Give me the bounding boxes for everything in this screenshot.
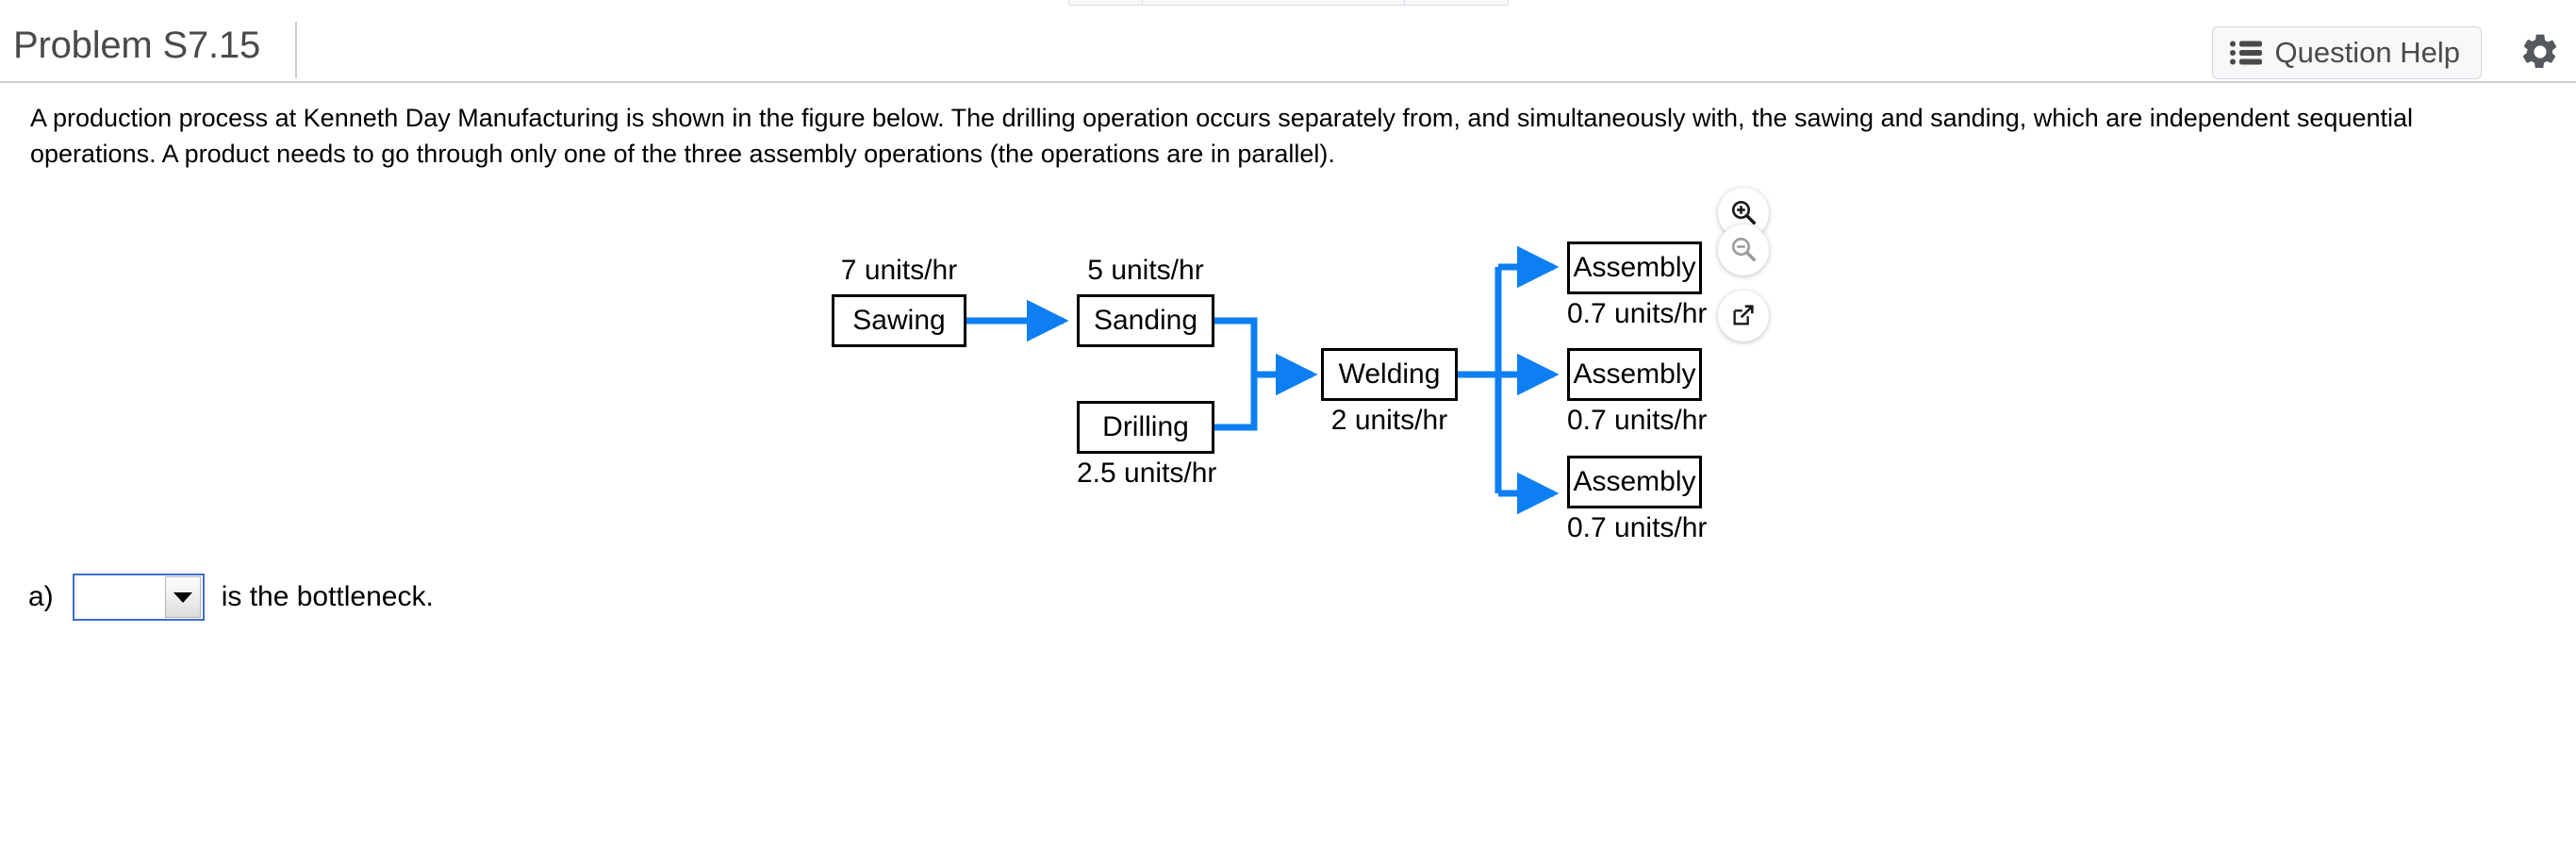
page-title: Problem S7.15 bbox=[13, 25, 260, 66]
node-assembly-2: Assembly bbox=[1567, 348, 1702, 401]
zoom-out-icon bbox=[1729, 235, 1758, 266]
node-drilling-label: Drilling bbox=[1102, 411, 1189, 442]
chevron-down-icon[interactable] bbox=[164, 576, 201, 618]
node-drilling: Drilling bbox=[1077, 401, 1214, 454]
cutoff-toolbar-sliver bbox=[1068, 0, 1509, 6]
node-assembly-2-label: Assembly bbox=[1573, 358, 1696, 390]
open-in-new-window-icon bbox=[1730, 302, 1757, 331]
node-sawing-label: Sawing bbox=[852, 305, 946, 336]
process-diagram: 7 units/hr Sawing 5 units/hr Sanding Dri… bbox=[0, 179, 1886, 575]
question-help-label: Question Help bbox=[2274, 36, 2460, 69]
settings-button[interactable] bbox=[2516, 28, 2565, 77]
answer-row-a: a) is the bottleneck. bbox=[28, 574, 434, 621]
node-assembly-1: Assembly bbox=[1567, 241, 1702, 294]
node-assembly-1-label: Assembly bbox=[1573, 252, 1696, 283]
list-icon bbox=[2229, 41, 2262, 65]
sanding-rate-label: 5 units/hr bbox=[1087, 255, 1204, 286]
node-welding: Welding bbox=[1321, 348, 1458, 401]
bottleneck-dropdown[interactable] bbox=[72, 574, 205, 621]
node-sawing: Sawing bbox=[832, 294, 966, 347]
problem-header: Problem S7.15 Question Help bbox=[0, 9, 2576, 83]
node-welding-label: Welding bbox=[1338, 358, 1441, 390]
sawing-rate-label: 7 units/hr bbox=[840, 255, 958, 286]
cutoff-toolbar-segment bbox=[1069, 0, 1143, 5]
part-label-a: a) bbox=[28, 581, 54, 612]
node-assembly-3-label: Assembly bbox=[1573, 466, 1696, 497]
open-in-new-window-button[interactable] bbox=[1718, 291, 1769, 341]
node-sanding: Sanding bbox=[1077, 294, 1214, 347]
drilling-rate-label: 2.5 units/hr bbox=[1077, 458, 1217, 489]
zoom-out-button[interactable] bbox=[1718, 225, 1769, 275]
assembly-2-rate-label: 0.7 units/hr bbox=[1567, 405, 1708, 436]
node-assembly-3: Assembly bbox=[1567, 456, 1702, 508]
zoom-in-icon bbox=[1729, 198, 1758, 229]
cutoff-toolbar-segment bbox=[1143, 0, 1405, 5]
header-divider bbox=[295, 22, 297, 78]
assembly-3-rate-label: 0.7 units/hr bbox=[1567, 512, 1708, 543]
problem-statement: A production process at Kenneth Day Manu… bbox=[30, 104, 2414, 169]
bottleneck-tail-text: is the bottleneck. bbox=[221, 581, 434, 612]
cutoff-toolbar-segment bbox=[1405, 0, 1508, 5]
node-sanding-label: Sanding bbox=[1093, 305, 1198, 336]
welding-rate-label: 2 units/hr bbox=[1330, 405, 1448, 436]
gear-icon bbox=[2519, 31, 2561, 75]
assembly-1-rate-label: 0.7 units/hr bbox=[1567, 298, 1708, 329]
question-help-button[interactable]: Question Help bbox=[2211, 26, 2482, 79]
